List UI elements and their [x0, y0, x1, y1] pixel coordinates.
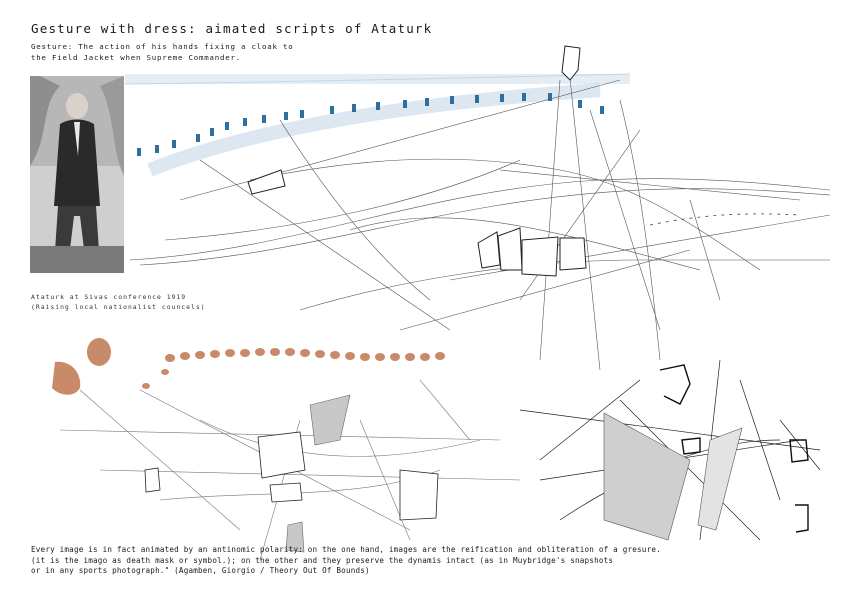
upper-dashed-arc [649, 213, 801, 226]
photo-caption: Ataturk at Sivas conference 1919 (Raisin… [31, 292, 206, 312]
portrait-photo [30, 76, 124, 273]
subtitle-line: the Field Jacket when Supreme Commander. [31, 53, 241, 62]
subtitle-line: Gesture: The action of his hands fixing … [31, 42, 294, 51]
blue-figures [137, 93, 604, 156]
lower-right-shaded-wedge [603, 412, 743, 541]
caption-line: Ataturk at Sivas conference 1919 [31, 293, 187, 301]
blue-figure-sequence [124, 73, 631, 177]
lower-left-blocks [144, 431, 439, 521]
subtitle: Gesture: The action of his hands fixing … [31, 41, 293, 63]
hand-sequence [52, 338, 445, 395]
quote-line: or in any sports photograph." (Agamben, … [31, 566, 370, 575]
quote-line: (it is the imago as death mask or symbol… [31, 555, 614, 565]
caption-line: (Raising local nationalist councels) [31, 303, 206, 311]
upper-blocks [247, 45, 587, 277]
upper-line-drawing [129, 77, 831, 371]
lower-left-grey-shapes [285, 394, 351, 553]
agamben-quote: Every image is in fact animated by an an… [31, 545, 661, 577]
quote-line: Every image is in fact animated by an an… [31, 545, 661, 554]
lower-right-thick-outlines [659, 364, 809, 533]
page-title: Gesture with dress: aimated scripts of A… [31, 21, 433, 36]
portrait-figure [30, 76, 124, 273]
